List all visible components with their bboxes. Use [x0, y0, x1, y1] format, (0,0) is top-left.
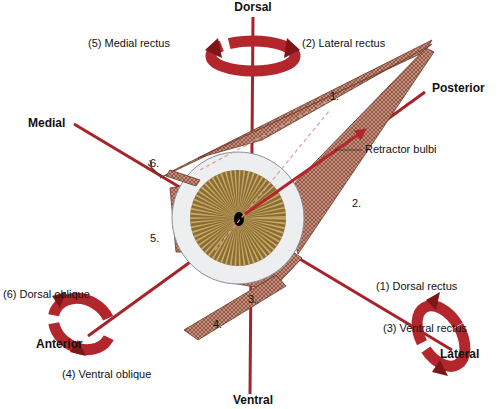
axis-label: Dorsal [234, 1, 271, 14]
medial-lateral-axis [74, 124, 452, 350]
axis-label: Posterior [432, 82, 485, 95]
iris [190, 170, 286, 266]
part-label: 1. [330, 90, 339, 103]
part-label: 6. [150, 157, 159, 170]
part-label: (6) Dorsal oblique [3, 288, 90, 301]
ventral-oblique-muscle [184, 275, 286, 340]
part-label: 4. [213, 318, 222, 331]
ring-arrowhead [205, 38, 222, 58]
axis-label: Anterior [36, 338, 83, 351]
axis-label: Lateral [440, 348, 479, 361]
leader-line [335, 150, 362, 151]
dorsal-rotation-ring [205, 38, 300, 71]
part-label: (2) Lateral rectus [302, 37, 385, 50]
retractor-arrow [245, 132, 362, 214]
retractor-bulbi-outline [200, 100, 330, 250]
axis-label: Medial [28, 117, 65, 130]
ring-arrowhead [284, 38, 300, 58]
part-label: (1) Dorsal rectus [376, 280, 457, 293]
axis-label: Ventral [233, 394, 273, 407]
part-label: 2. [352, 197, 361, 210]
part-label: (3) Ventral rectus [383, 322, 467, 335]
part-label: 3. [248, 293, 257, 306]
ring-band [211, 41, 295, 71]
eyeball [172, 152, 304, 284]
part-label: (4) Ventral oblique [62, 368, 151, 381]
ring-arrowhead [432, 360, 448, 376]
dorsal-oblique-tendon [166, 170, 200, 186]
ring-arrowhead [426, 292, 440, 310]
part-label: (5) Medial rectus [88, 37, 170, 50]
part-label: Retractor bulbi [365, 143, 437, 156]
part-label: 5. [150, 232, 159, 245]
pupil [234, 212, 244, 226]
